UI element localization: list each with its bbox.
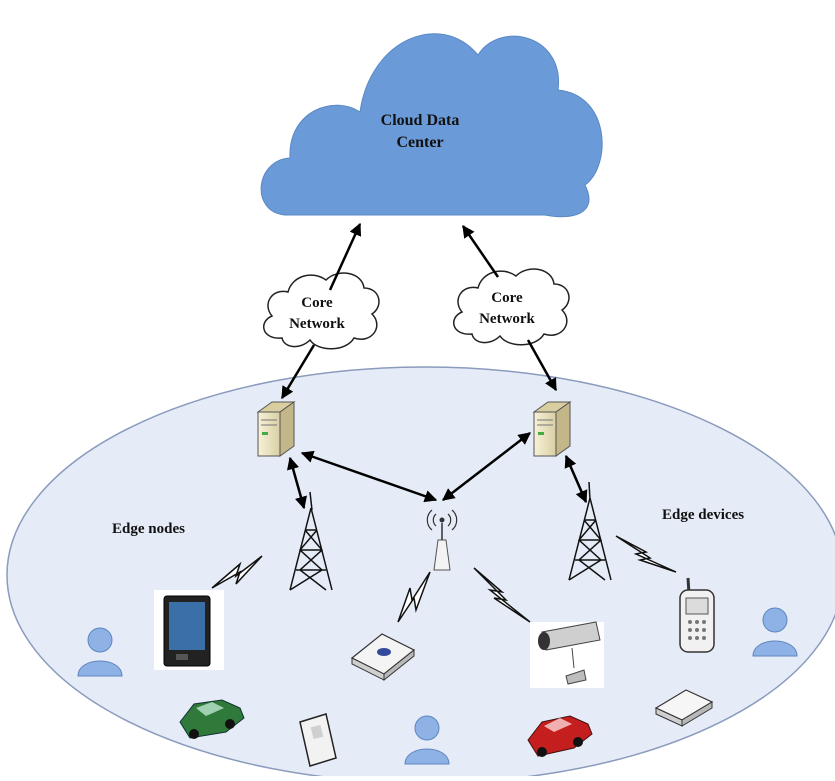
sensor-box-icon [654, 689, 714, 727]
person-icon [77, 627, 123, 677]
sensor-box-icon [299, 713, 337, 767]
arrow-core-right-to-server [526, 339, 558, 392]
arrow-server-left-to-tower [287, 456, 307, 510]
core-left-line1: Core [301, 295, 333, 311]
cloud-icon [260, 33, 603, 218]
person-icon [404, 715, 450, 765]
core-left-line2: Network [289, 316, 345, 332]
cloud-data-center-label: Cloud Data Center [345, 110, 495, 154]
edge-devices-label: Edge devices [662, 507, 745, 523]
edge-server-icon [256, 401, 296, 457]
wireless-link-icon [615, 535, 677, 573]
arrow-core-right-to-cloud [461, 224, 500, 278]
core-right-line2: Network [479, 311, 535, 327]
car-icon [179, 699, 245, 739]
wireless-link-icon [397, 571, 431, 623]
tablet-icon [154, 590, 224, 670]
mobile-phone-icon [679, 577, 715, 653]
router-icon [350, 633, 416, 682]
edge-region [6, 366, 835, 781]
security-camera-icon [530, 621, 604, 688]
wireless-link-icon [211, 555, 263, 589]
car-icon [527, 715, 593, 757]
core-network-right-label: Core Network [462, 288, 552, 330]
wifi-access-point-icon [426, 509, 458, 571]
core-network-cloud-icon [452, 268, 570, 346]
cell-tower-icon [568, 481, 612, 581]
arrow-core-left-to-cloud [328, 222, 362, 291]
edge-server-icon [532, 401, 572, 457]
cloud-title-line2: Center [396, 134, 444, 151]
core-network-left-label: Core Network [272, 293, 362, 335]
cell-tower-icon [289, 491, 333, 591]
arrow-server-right-to-ap [442, 432, 531, 501]
arrow-core-left-to-server [280, 344, 316, 400]
edge-nodes-label: Edge nodes [112, 521, 185, 537]
cloud-title-line1: Cloud Data [380, 112, 460, 129]
core-network-cloud-icon [262, 272, 380, 350]
person-icon [752, 607, 798, 657]
core-right-line1: Core [491, 290, 523, 306]
arrow-server-right-to-tower [564, 454, 588, 504]
arrow-server-left-to-ap [300, 450, 438, 503]
